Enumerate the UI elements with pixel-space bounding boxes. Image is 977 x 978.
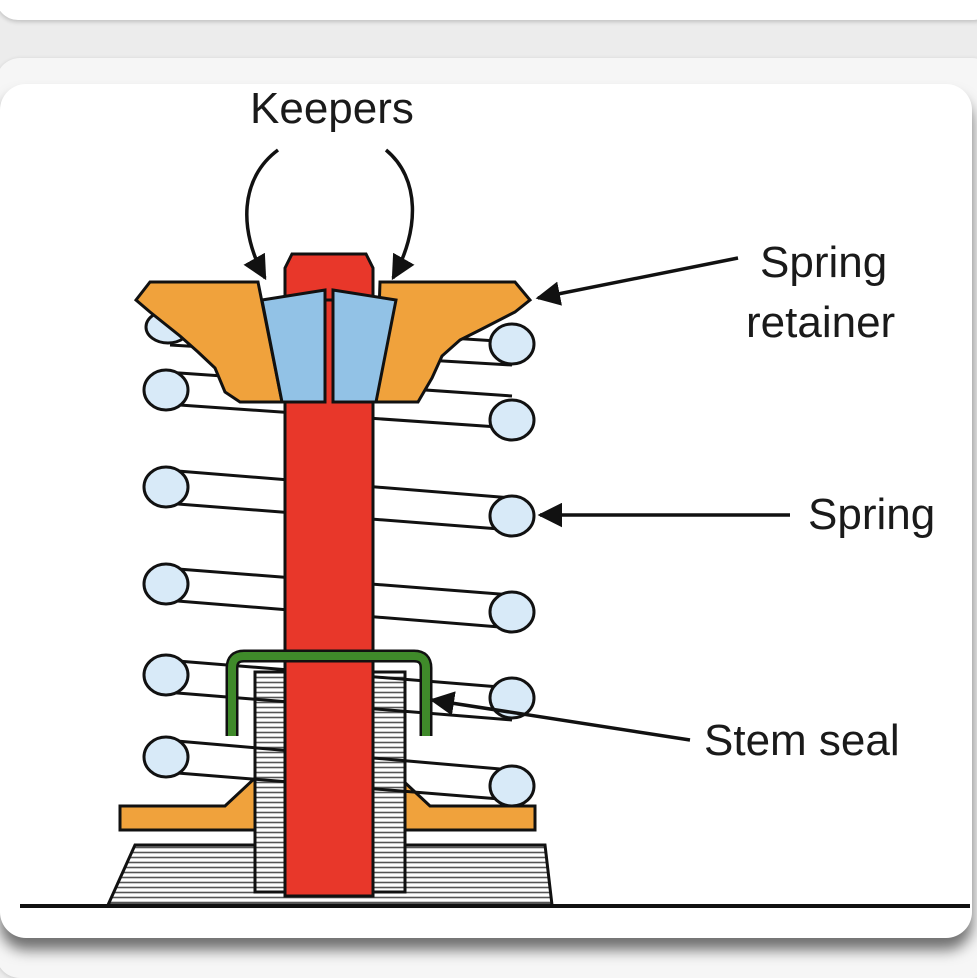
spring-label: Spring (808, 490, 936, 539)
valve-spring-diagram: Keepers Spring retainer Spring Stem seal (0, 84, 972, 938)
cylinder-head (20, 843, 970, 908)
stem-seal-label: Stem seal (704, 716, 900, 765)
keeper-left (260, 288, 327, 404)
keeper-right (331, 288, 398, 404)
keepers-callout (243, 148, 415, 281)
previous-card-strip (0, 0, 977, 20)
spring-retainer-label-line2: retainer (746, 298, 896, 347)
spring-retainer-label-line1: Spring (760, 238, 888, 287)
spring-retainer-arrow (535, 256, 739, 306)
diagram-canvas (20, 148, 970, 908)
stem-seal-arrow (429, 691, 691, 742)
keepers-label: Keepers (250, 84, 414, 133)
